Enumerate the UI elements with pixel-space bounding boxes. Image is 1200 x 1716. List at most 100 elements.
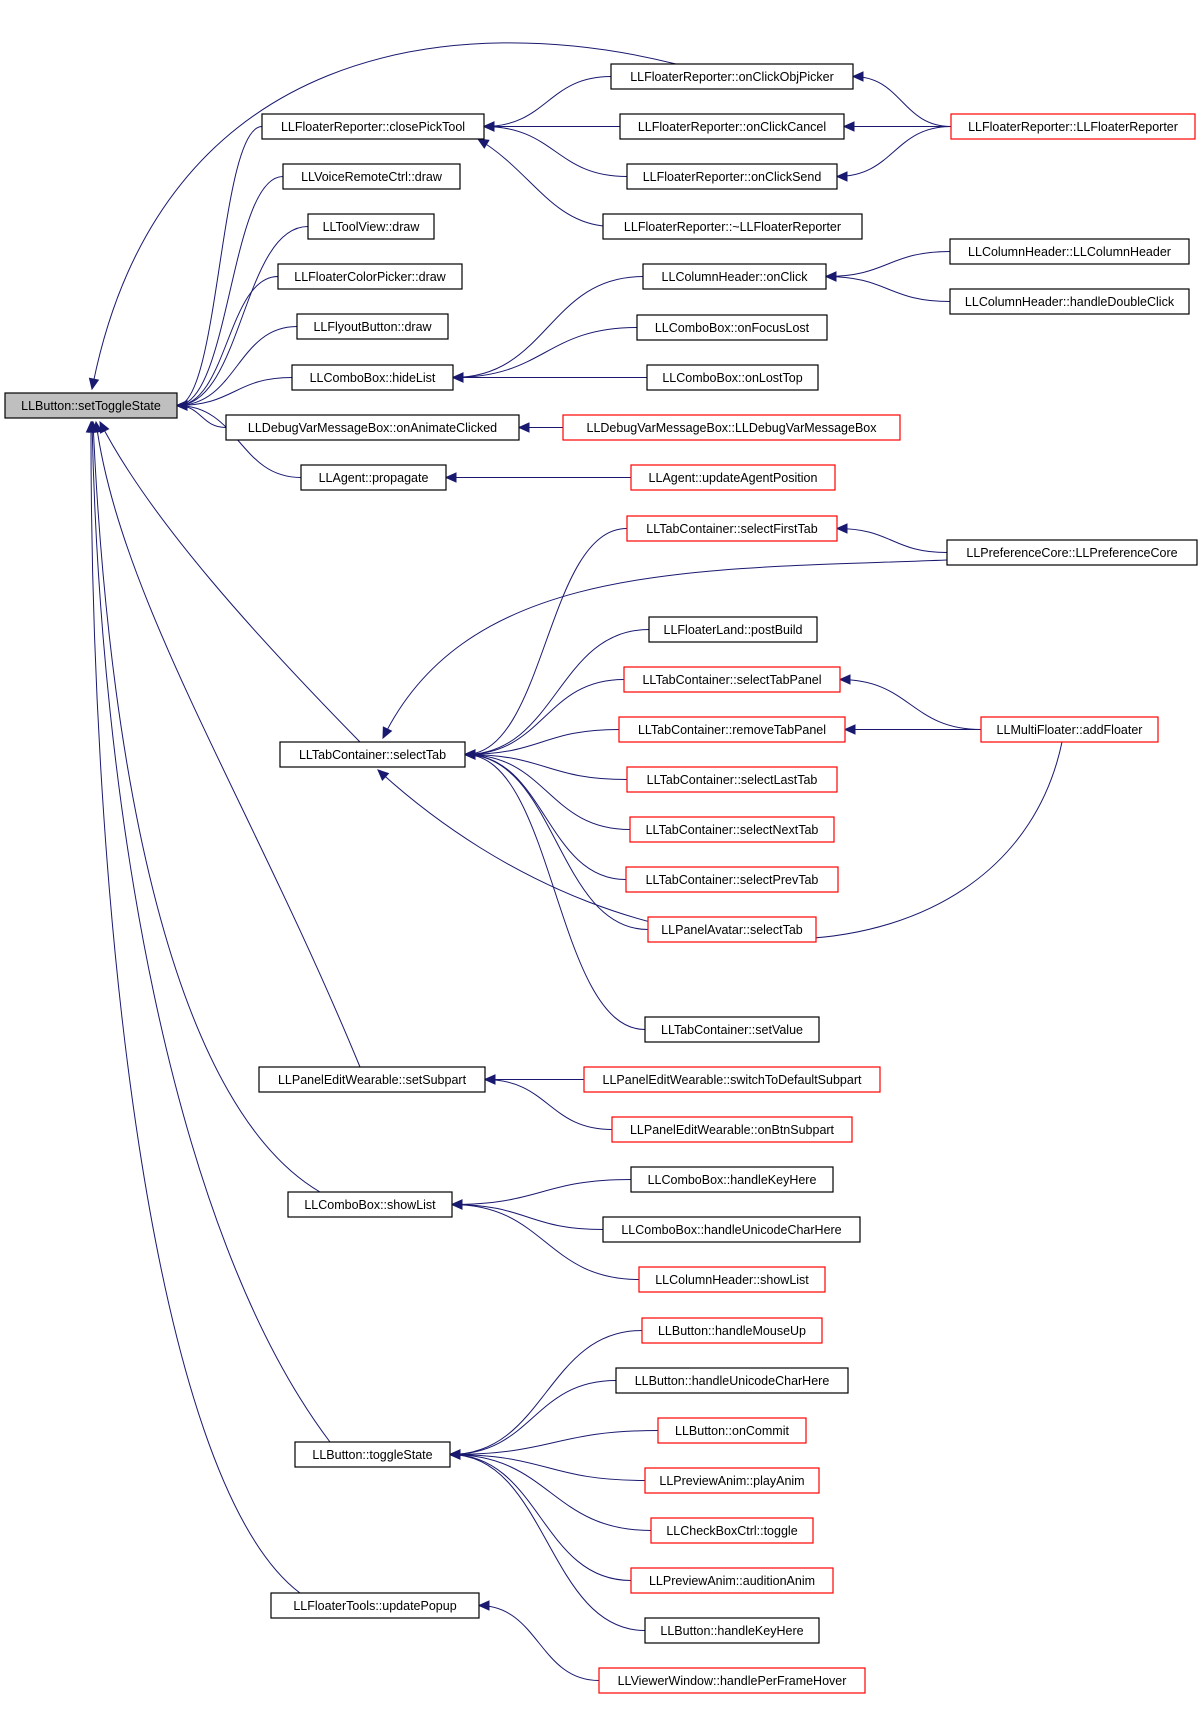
node-box bbox=[950, 113, 1196, 140]
node-box bbox=[949, 288, 1190, 315]
function-node[interactable]: LLViewerWindow::handlePerFrameHover bbox=[598, 1667, 866, 1694]
node-box bbox=[4, 392, 178, 419]
function-node[interactable]: LLPreviewAnim::auditionAnim bbox=[630, 1567, 834, 1594]
node-label: LLColumnHeader::onClick bbox=[662, 270, 809, 284]
edge-arrowhead bbox=[482, 121, 495, 132]
function-node[interactable]: LLComboBox::onFocusLost bbox=[636, 314, 828, 341]
function-node[interactable]: LLFlyoutButton::draw bbox=[296, 313, 449, 340]
function-node[interactable]: LLFloaterReporter::closePickTool bbox=[261, 113, 485, 140]
call-edge bbox=[176, 405, 302, 478]
function-node[interactable]: LLButton::onCommit bbox=[657, 1417, 807, 1444]
edge-arrowhead bbox=[843, 724, 856, 735]
node-box bbox=[980, 716, 1159, 743]
function-node[interactable]: LLPanelAvatar::selectTab bbox=[647, 916, 817, 943]
function-node[interactable]: LLComboBox::handleUnicodeCharHere bbox=[602, 1216, 861, 1243]
node-label: LLAgent::propagate bbox=[319, 471, 429, 485]
function-node[interactable]: LLAgent::updateAgentPosition bbox=[630, 464, 836, 491]
function-node[interactable]: LLPanelEditWearable::onBtnSubpart bbox=[611, 1116, 853, 1143]
call-edge bbox=[449, 1430, 659, 1455]
function-node[interactable]: LLPreferenceCore::LLPreferenceCore bbox=[946, 539, 1198, 566]
function-node[interactable]: LLFloaterReporter::onClickObjPicker bbox=[610, 63, 854, 90]
node-box bbox=[647, 916, 817, 943]
edge-arrowhead bbox=[477, 1600, 490, 1611]
node-box bbox=[583, 1066, 881, 1093]
function-node[interactable]: LLTabContainer::removeTabPanel bbox=[618, 716, 846, 743]
node-box bbox=[644, 1016, 820, 1043]
function-node[interactable]: LLToolView::draw bbox=[307, 213, 435, 240]
call-edge bbox=[464, 754, 646, 1030]
node-label: LLButton::onCommit bbox=[675, 1424, 789, 1438]
function-node[interactable]: LLTabContainer::setValue bbox=[644, 1016, 820, 1043]
function-node[interactable]: LLFloaterReporter::onClickCancel bbox=[619, 113, 845, 140]
function-node[interactable]: LLTabContainer::selectFirstTab bbox=[626, 515, 838, 542]
function-node[interactable]: LLDebugVarMessageBox::LLDebugVarMessageB… bbox=[562, 414, 901, 441]
node-box bbox=[638, 1266, 826, 1293]
function-node[interactable]: LLMultiFloater::addFloater bbox=[980, 716, 1159, 743]
function-node[interactable]: LLPanelEditWearable::switchToDefaultSubp… bbox=[583, 1066, 881, 1093]
call-edge bbox=[484, 1079, 613, 1130]
function-node[interactable]: LLTabContainer::selectLastTab bbox=[626, 766, 838, 793]
call-edge bbox=[449, 1454, 646, 1481]
function-node[interactable]: LLColumnHeader::onClick bbox=[642, 263, 827, 290]
node-label: LLButton::setToggleState bbox=[21, 399, 161, 413]
function-node[interactable]: LLColumnHeader::handleDoubleClick bbox=[949, 288, 1190, 315]
node-box bbox=[646, 364, 819, 391]
function-node[interactable]: LLFloaterReporter::~LLFloaterReporter bbox=[602, 213, 863, 240]
function-node[interactable]: LLFloaterColorPicker::draw bbox=[277, 263, 463, 290]
node-label: LLButton::toggleState bbox=[312, 1448, 432, 1462]
node-box bbox=[300, 464, 447, 491]
call-edge bbox=[477, 138, 604, 227]
function-node[interactable]: LLTabContainer::selectTab bbox=[279, 741, 466, 768]
node-label: LLComboBox::onLostTop bbox=[662, 371, 802, 385]
node-label: LLComboBox::showList bbox=[304, 1198, 436, 1212]
function-node[interactable]: LLFloaterLand::postBuild bbox=[648, 616, 818, 643]
function-node[interactable]: LLFloaterReporter::LLFloaterReporter bbox=[950, 113, 1196, 140]
call-edge bbox=[464, 754, 628, 780]
function-node[interactable]: LLColumnHeader::showList bbox=[638, 1266, 826, 1293]
function-node[interactable]: LLComboBox::hideList bbox=[291, 364, 454, 391]
node-label: LLFlyoutButton::draw bbox=[313, 320, 432, 334]
function-node[interactable]: LLComboBox::showList bbox=[287, 1191, 453, 1218]
function-node[interactable]: LLDebugVarMessageBox::onAnimateClicked bbox=[225, 414, 520, 441]
node-label: LLTabContainer::selectNextTab bbox=[646, 823, 819, 837]
function-node[interactable]: LLComboBox::onLostTop bbox=[646, 364, 819, 391]
function-node[interactable]: LLColumnHeader::LLColumnHeader bbox=[949, 238, 1190, 265]
function-node[interactable]: LLFloaterTools::updatePopup bbox=[270, 1592, 480, 1619]
node-label: LLViewerWindow::handlePerFrameHover bbox=[618, 1674, 847, 1688]
edge-arrowhead bbox=[88, 377, 100, 391]
function-node[interactable]: LLFloaterReporter::onClickSend bbox=[626, 163, 838, 190]
function-node[interactable]: LLCheckBoxCtrl::toggle bbox=[650, 1517, 814, 1544]
function-node[interactable]: LLPanelEditWearable::setSubpart bbox=[258, 1066, 486, 1093]
function-node[interactable]: LLPreviewAnim::playAnim bbox=[644, 1467, 820, 1494]
edge-arrowhead bbox=[842, 121, 855, 132]
edge-arrowhead bbox=[85, 420, 97, 433]
edge-layer bbox=[85, 42, 1063, 1681]
function-node[interactable]: LLButton::toggleState bbox=[294, 1441, 451, 1468]
node-box bbox=[611, 1116, 853, 1143]
function-node[interactable]: LLComboBox::handleKeyHere bbox=[630, 1166, 834, 1193]
edge-arrowhead bbox=[835, 171, 848, 182]
function-node[interactable]: LLButton::handleUnicodeCharHere bbox=[615, 1367, 849, 1394]
function-node[interactable]: LLButton::handleKeyHere bbox=[644, 1617, 820, 1644]
call-edge bbox=[483, 76, 612, 127]
function-node[interactable]: LLButton::handleMouseUp bbox=[641, 1317, 823, 1344]
edge-arrowhead bbox=[463, 749, 476, 760]
node-box bbox=[642, 263, 827, 290]
function-node[interactable]: LLTabContainer::selectPrevTab bbox=[625, 866, 839, 893]
root-function-node[interactable]: LLButton::setToggleState bbox=[4, 392, 178, 419]
call-edge bbox=[449, 1330, 643, 1455]
node-box bbox=[619, 113, 845, 140]
edge-arrowhead bbox=[382, 726, 393, 740]
function-node[interactable]: LLTabContainer::selectTabPanel bbox=[623, 666, 841, 693]
function-node[interactable]: LLVoiceRemoteCtrl::draw bbox=[282, 163, 461, 190]
call-edge bbox=[91, 42, 677, 390]
call-edge bbox=[464, 754, 631, 830]
node-label: LLColumnHeader::LLColumnHeader bbox=[968, 245, 1171, 259]
node-box bbox=[641, 1317, 823, 1344]
node-label: LLDebugVarMessageBox::LLDebugVarMessageB… bbox=[587, 421, 878, 435]
node-label: LLFloaterReporter::closePickTool bbox=[281, 120, 465, 134]
function-node[interactable]: LLTabContainer::selectNextTab bbox=[629, 816, 835, 843]
node-box bbox=[626, 163, 838, 190]
function-node[interactable]: LLAgent::propagate bbox=[300, 464, 447, 491]
node-label: LLFloaterReporter::onClickCancel bbox=[638, 120, 826, 134]
